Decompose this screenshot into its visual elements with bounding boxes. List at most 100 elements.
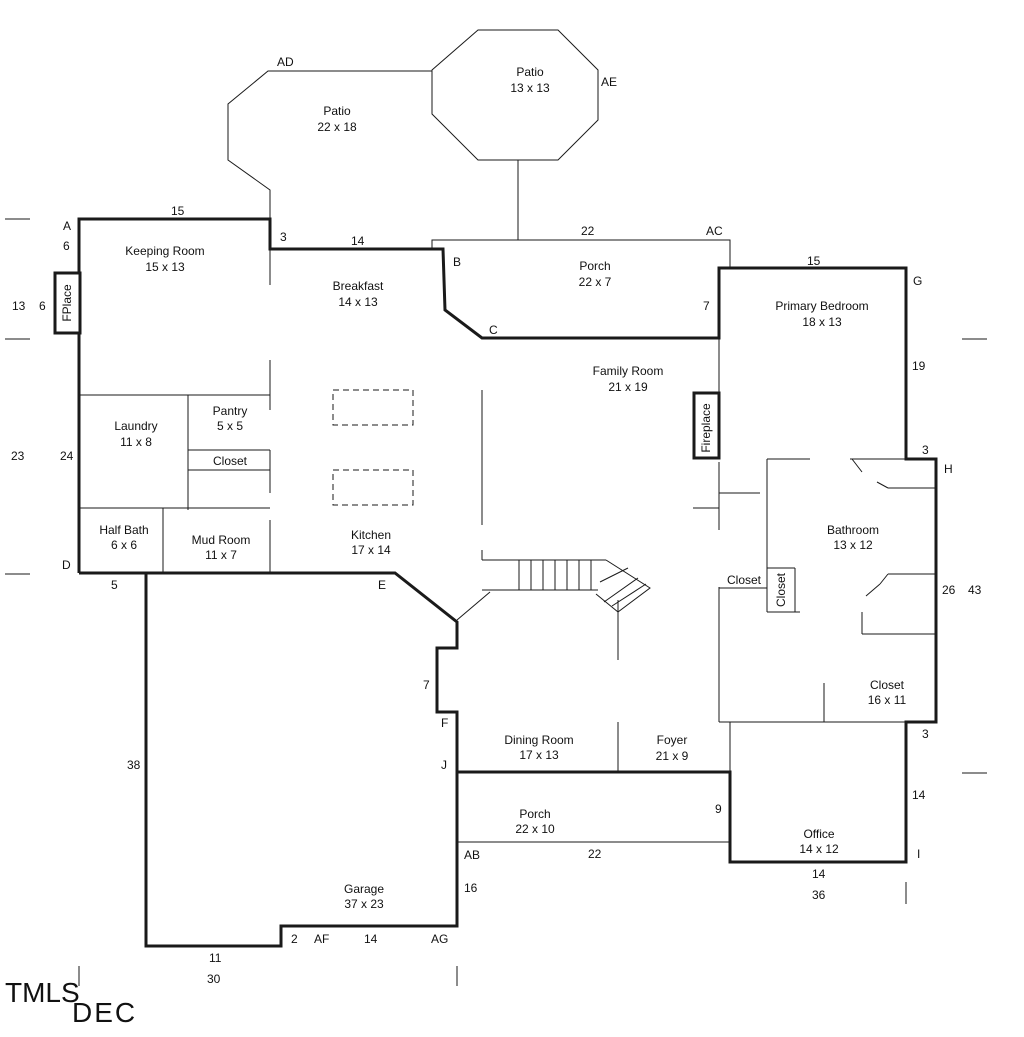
vertex-label: G <box>913 274 922 288</box>
tmls-logo: TMLS DEC <box>5 977 137 1028</box>
dimension-label: 23 <box>11 449 25 463</box>
logo-text-secondary: DEC <box>72 997 137 1028</box>
room-name: Bathroom <box>827 523 879 537</box>
room-name: Keeping Room <box>125 244 204 258</box>
dimension-label: 5 <box>111 578 118 592</box>
vertex-label: B <box>453 255 461 269</box>
kitchen-island-upper <box>332 389 414 426</box>
room-name: Office <box>803 827 834 841</box>
vertex-label: AG <box>431 932 448 946</box>
room-name: Mud Room <box>192 533 251 547</box>
dimension-label: 22 <box>581 224 595 238</box>
dimension-label: 19 <box>912 359 926 373</box>
fireplace-keeping-room: FPlace <box>53 271 82 335</box>
dimension-label: 7 <box>423 678 430 692</box>
room-name: Family Room <box>593 364 664 378</box>
dimension-label: 15 <box>171 204 185 218</box>
vertex-label: D <box>62 558 71 572</box>
dimension-label: 3 <box>280 230 287 244</box>
door-swings <box>456 458 889 621</box>
room-name: Porch <box>579 259 610 273</box>
room-dims: 16 x 11 <box>868 693 907 707</box>
staircase <box>482 559 651 613</box>
room-name: Closet <box>870 678 905 692</box>
kitchen-island-lower <box>332 469 414 506</box>
room-name-vertical: Closet <box>774 572 788 607</box>
room-dims: 14 x 13 <box>338 295 378 309</box>
room-dims: 14 x 12 <box>799 842 839 856</box>
fireplace-family-room: Fireplace <box>692 391 721 460</box>
room-dims: 5 x 5 <box>217 419 243 433</box>
room-dims: 15 x 13 <box>145 260 185 274</box>
room-name: Foyer <box>657 733 688 747</box>
room-dims: 17 x 14 <box>351 543 391 557</box>
vertex-label: J <box>441 758 447 772</box>
vertex-label: AF <box>314 932 329 946</box>
room-name: Patio <box>516 65 544 79</box>
dimension-label: 3 <box>922 443 929 457</box>
dimension-label: 14 <box>912 788 926 802</box>
room-name: Kitchen <box>351 528 391 542</box>
room-dims: 13 x 13 <box>510 81 550 95</box>
dimension-label: 13 <box>12 299 26 313</box>
dimension-label: 36 <box>812 888 826 902</box>
room-name: Porch <box>519 807 550 821</box>
vertex-label: AE <box>601 75 617 89</box>
vertex-label: AC <box>706 224 723 238</box>
room-name: Laundry <box>114 419 157 433</box>
dimension-label: 6 <box>39 299 46 313</box>
vertex-label: AB <box>464 848 480 862</box>
dimension-label: 7 <box>703 299 710 313</box>
exterior-walls <box>77 217 938 948</box>
patio-outlines <box>227 29 731 843</box>
room-dims: 37 x 23 <box>344 897 384 911</box>
dimension-label: 15 <box>807 254 821 268</box>
fireplace-family-label: Fireplace <box>699 403 713 453</box>
interior-walls <box>79 249 936 772</box>
dimension-label: 9 <box>715 802 722 816</box>
room-dims: 21 x 9 <box>656 749 689 763</box>
room-name: Pantry <box>213 404 248 418</box>
room-name: Patio <box>323 104 351 118</box>
room-name: Closet <box>213 454 248 468</box>
room-name: Garage <box>344 882 384 896</box>
dimension-label: 22 <box>588 847 602 861</box>
dimension-label: 3 <box>922 727 929 741</box>
dimension-label: 24 <box>60 449 74 463</box>
dimension-ticks <box>5 218 987 986</box>
room-name: Half Bath <box>99 523 148 537</box>
vertex-labels: AD AE A AC B G C H D E F J AB I AF AG <box>62 55 953 946</box>
room-name: Dining Room <box>504 733 573 747</box>
dimension-label: 38 <box>127 758 141 772</box>
room-name: Breakfast <box>333 279 384 293</box>
room-dims: 17 x 13 <box>519 748 559 762</box>
room-labels: Patio 22 x 18 Patio 13 x 13 Keeping Room… <box>99 65 906 911</box>
room-dims: 11 x 7 <box>205 548 237 562</box>
dimension-label: 26 <box>942 583 956 597</box>
logo-text-primary: TMLS <box>5 977 80 1008</box>
fireplace-keeping-label: FPlace <box>60 284 74 322</box>
dimension-label: 11 <box>209 951 222 965</box>
room-dims: 6 x 6 <box>111 538 137 552</box>
vertex-label: AD <box>277 55 294 69</box>
vertex-label: I <box>917 847 920 861</box>
room-dims: 13 x 12 <box>833 538 873 552</box>
dimension-label: 6 <box>63 239 70 253</box>
vertex-label: C <box>489 323 498 337</box>
room-dims: 22 x 7 <box>579 275 612 289</box>
room-dims: 22 x 18 <box>317 120 357 134</box>
dimension-label: 14 <box>812 867 826 881</box>
room-dims: 21 x 19 <box>608 380 648 394</box>
dimension-labels: 15 6 13 6 3 14 22 7 15 19 23 24 3 5 26 4… <box>11 204 982 986</box>
vertex-label: E <box>378 578 386 592</box>
room-name: Closet <box>727 573 762 587</box>
room-dims: 22 x 10 <box>515 822 555 836</box>
vertex-label: H <box>944 462 953 476</box>
dimension-label: 14 <box>351 234 365 248</box>
room-name: Primary Bedroom <box>775 299 868 313</box>
dimension-label: 14 <box>364 932 378 946</box>
dimension-label: 30 <box>207 972 221 986</box>
vertex-label: F <box>441 716 448 730</box>
vertex-label: A <box>63 219 71 233</box>
